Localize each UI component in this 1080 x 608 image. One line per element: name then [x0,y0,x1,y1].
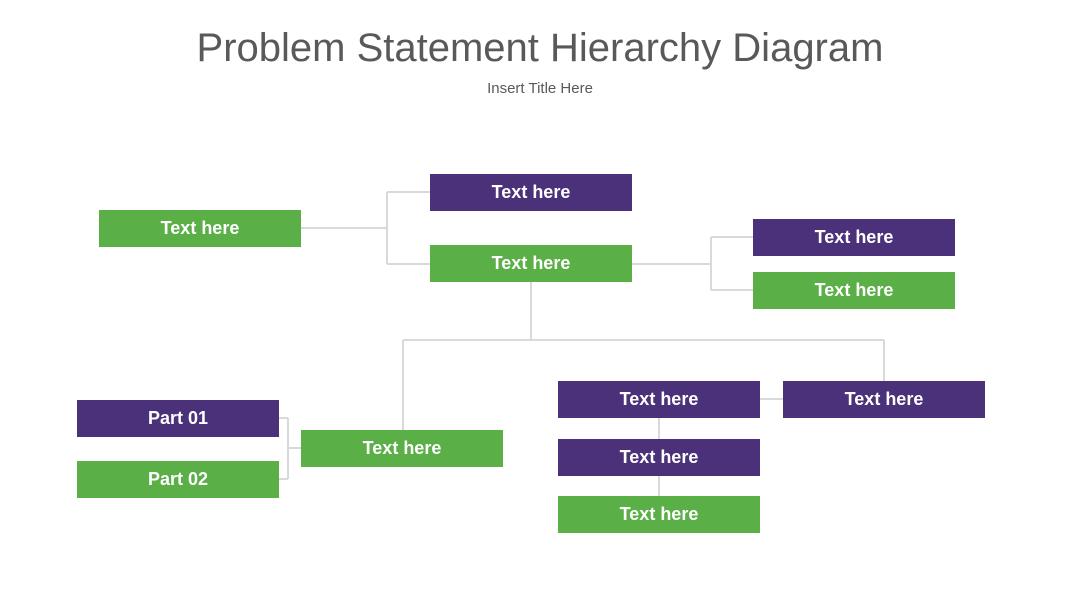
bottom-mid-green-box: Text here [558,496,760,533]
connector-center-down [402,282,885,430]
page-title: Problem Statement Hierarchy Diagram [196,26,884,70]
bottom-mid-purple-box-2: Text here [558,439,760,476]
connector-parts [279,417,301,480]
connector-root [301,191,430,265]
root-left-box: Text here [99,210,301,247]
bottom-right-purple-box: Text here [783,381,985,418]
part-02-box: Part 02 [77,461,279,498]
right-top-purple-box: Text here [753,219,955,256]
part-01-box: Part 01 [77,400,279,437]
top-purple-box: Text here [430,174,632,211]
right-top-green-box: Text here [753,272,955,309]
center-green-box: Text here [430,245,632,282]
connector-right-pair [632,236,753,291]
page-subtitle: Insert Title Here [487,80,593,97]
bottom-left-green-box: Text here [301,430,503,467]
bottom-mid-purple-box-1: Text here [558,381,760,418]
